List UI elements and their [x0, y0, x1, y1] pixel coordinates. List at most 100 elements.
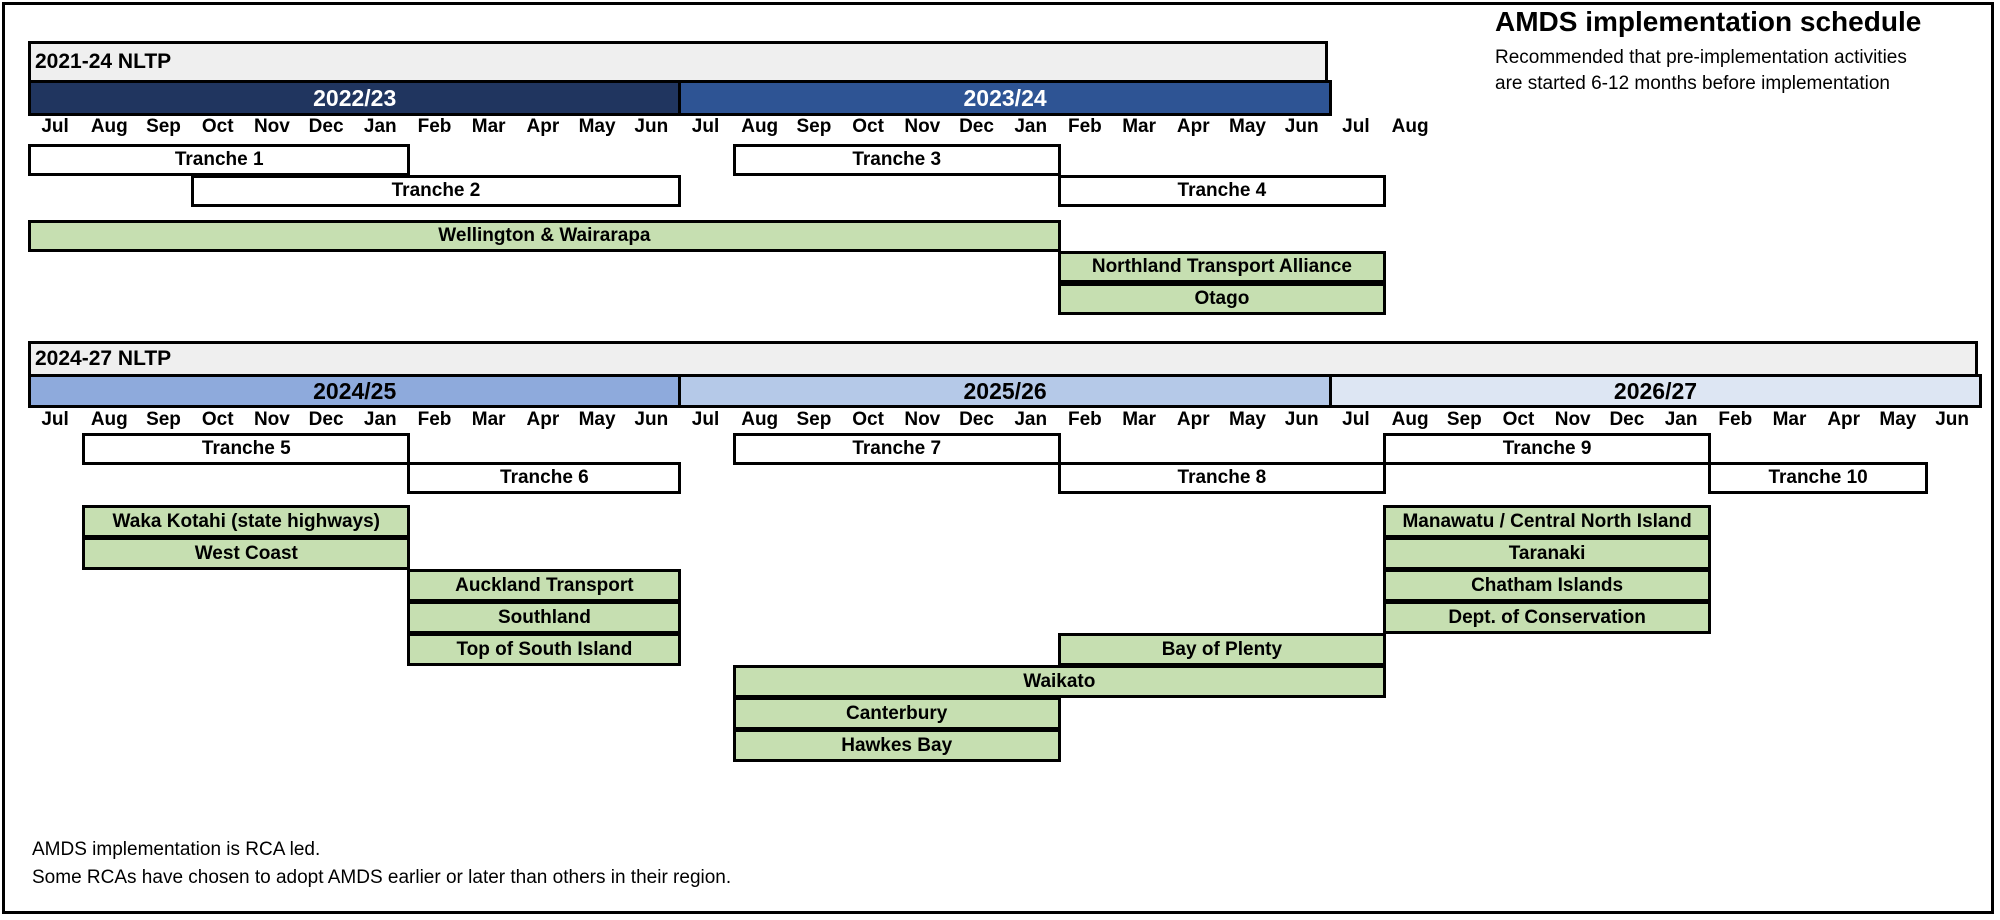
month-label: Jun	[634, 409, 669, 430]
diagram-title: AMDS implementation schedule	[1495, 6, 1922, 37]
month-label: Apr	[1176, 409, 1210, 430]
region-bar-waikato: Waikato	[732, 665, 1386, 698]
month-label: Jul	[1342, 409, 1370, 430]
region-bar-taranaki: Taranaki	[1383, 537, 1712, 570]
nltp-header-2021-24: 2021-24 NLTP	[28, 41, 1328, 83]
tranche-bar-tranche-2: Tranche 2	[190, 175, 682, 207]
month-label: Aug	[1391, 116, 1429, 137]
month-label: Mar	[471, 409, 506, 430]
region-bar-manawatu-central-north-island: Manawatu / Central North Island	[1383, 505, 1712, 538]
month-label: Aug	[90, 409, 128, 430]
region-bar-auckland-transport: Auckland Transport	[407, 569, 682, 602]
month-label: Nov	[253, 116, 290, 137]
diagram-subtitle: Recommended that pre-implementation acti…	[1495, 45, 1985, 97]
tranche-bar-tranche-5: Tranche 5	[82, 433, 411, 465]
month-label: May	[1229, 409, 1266, 430]
footer-notes: AMDS implementation is RCA led. Some RCA…	[32, 836, 731, 892]
region-bar-dept-of-conservation: Dept. of Conservation	[1383, 601, 1712, 634]
nltp-header-2024-27: 2024-27 NLTP	[28, 341, 1978, 377]
month-label: Feb	[1718, 409, 1753, 430]
month-label: Oct	[1502, 409, 1535, 430]
footer-line-2: Some RCAs have chosen to adopt AMDS earl…	[32, 867, 732, 888]
month-label: Dec	[308, 409, 344, 430]
fy-bar-2024-25: 2024/25	[28, 374, 682, 408]
month-label: Apr	[1176, 116, 1210, 137]
footer-line-1: AMDS implementation is RCA led.	[32, 839, 321, 860]
month-label: Oct	[201, 116, 234, 137]
month-label: Feb	[1068, 409, 1102, 430]
tranche-bar-tranche-8: Tranche 8	[1057, 462, 1386, 494]
month-label: Dec	[959, 409, 994, 430]
month-label: Aug	[741, 409, 779, 430]
fy-bar-2025-26: 2025/26	[678, 374, 1332, 408]
month-label: Oct	[852, 409, 884, 430]
month-label: May	[578, 116, 616, 137]
month-label: Sep	[146, 409, 181, 430]
month-label: Feb	[1068, 116, 1102, 137]
fy-bar-2022-23: 2022/23	[28, 80, 682, 116]
month-label: Nov	[904, 409, 941, 430]
month-label: Jan	[1014, 409, 1048, 430]
month-label: Oct	[852, 116, 884, 137]
month-label: Sep	[146, 116, 181, 137]
month-label: Jul	[41, 116, 69, 137]
month-label: Jun	[1935, 409, 1969, 430]
month-label: Nov	[253, 409, 290, 430]
tranche-bar-tranche-6: Tranche 6	[407, 462, 682, 494]
tranche-bar-tranche-10: Tranche 10	[1708, 462, 1928, 494]
month-label: Jan	[1664, 409, 1698, 430]
month-label: Jan	[363, 116, 397, 137]
month-label: Jul	[1342, 116, 1370, 137]
month-label: Jan	[1014, 116, 1048, 137]
month-label: Jun	[634, 116, 669, 137]
month-label: Jun	[1284, 409, 1319, 430]
month-label: Sep	[1446, 409, 1482, 430]
region-bar-northland-transport-alliance: Northland Transport Alliance	[1057, 251, 1386, 283]
tranche-bar-tranche-1: Tranche 1	[28, 144, 411, 176]
fy-bar-2023-24: 2023/24	[678, 80, 1332, 116]
region-bar-southland: Southland	[407, 601, 682, 634]
month-label: Oct	[201, 409, 234, 430]
month-label: Mar	[1122, 116, 1156, 137]
month-label: Sep	[796, 116, 832, 137]
month-label: Aug	[90, 116, 128, 137]
month-label: Nov	[1554, 409, 1591, 430]
month-label: Dec	[959, 116, 994, 137]
month-label: Jul	[41, 409, 69, 430]
region-bar-chatham-islands: Chatham Islands	[1383, 569, 1712, 602]
region-bar-otago: Otago	[1057, 283, 1386, 315]
month-label: Jan	[363, 409, 397, 430]
month-label: Nov	[904, 116, 941, 137]
fy-bar-2026-27: 2026/27	[1328, 374, 1983, 408]
month-label: Dec	[1609, 409, 1645, 430]
region-bar-bay-of-plenty: Bay of Plenty	[1057, 633, 1386, 666]
month-label: Jun	[1284, 116, 1319, 137]
month-label: Mar	[471, 116, 506, 137]
month-label: Apr	[1827, 409, 1861, 430]
month-label: Jul	[691, 409, 720, 430]
region-bar-hawkes-bay: Hawkes Bay	[732, 729, 1061, 762]
tranche-bar-tranche-4: Tranche 4	[1057, 175, 1386, 207]
month-label: Mar	[1122, 409, 1156, 430]
month-label: May	[578, 409, 616, 430]
month-label: Feb	[417, 409, 452, 430]
tranche-bar-tranche-9: Tranche 9	[1383, 433, 1712, 465]
tranche-bar-tranche-3: Tranche 3	[732, 144, 1061, 176]
month-label: Dec	[308, 116, 344, 137]
region-bar-canterbury: Canterbury	[732, 697, 1061, 730]
region-bar-wellington-wairarapa: Wellington & Wairarapa	[28, 220, 1061, 252]
region-bar-top-of-south-island: Top of South Island	[407, 633, 682, 666]
tranche-bar-tranche-7: Tranche 7	[732, 433, 1061, 465]
month-label: Jul	[691, 116, 720, 137]
month-label: Sep	[796, 409, 832, 430]
month-label: Apr	[526, 116, 560, 137]
month-label: May	[1229, 116, 1266, 137]
month-label: May	[1879, 409, 1917, 430]
month-label: Mar	[1772, 409, 1807, 430]
region-bar-west-coast: West Coast	[82, 537, 411, 570]
subtitle-line-1: Recommended that pre-implementation acti…	[1495, 47, 1907, 68]
month-label: Apr	[526, 409, 560, 430]
month-label: Aug	[741, 116, 779, 137]
subtitle-line-2: are started 6-12 months before implement…	[1495, 73, 1890, 94]
